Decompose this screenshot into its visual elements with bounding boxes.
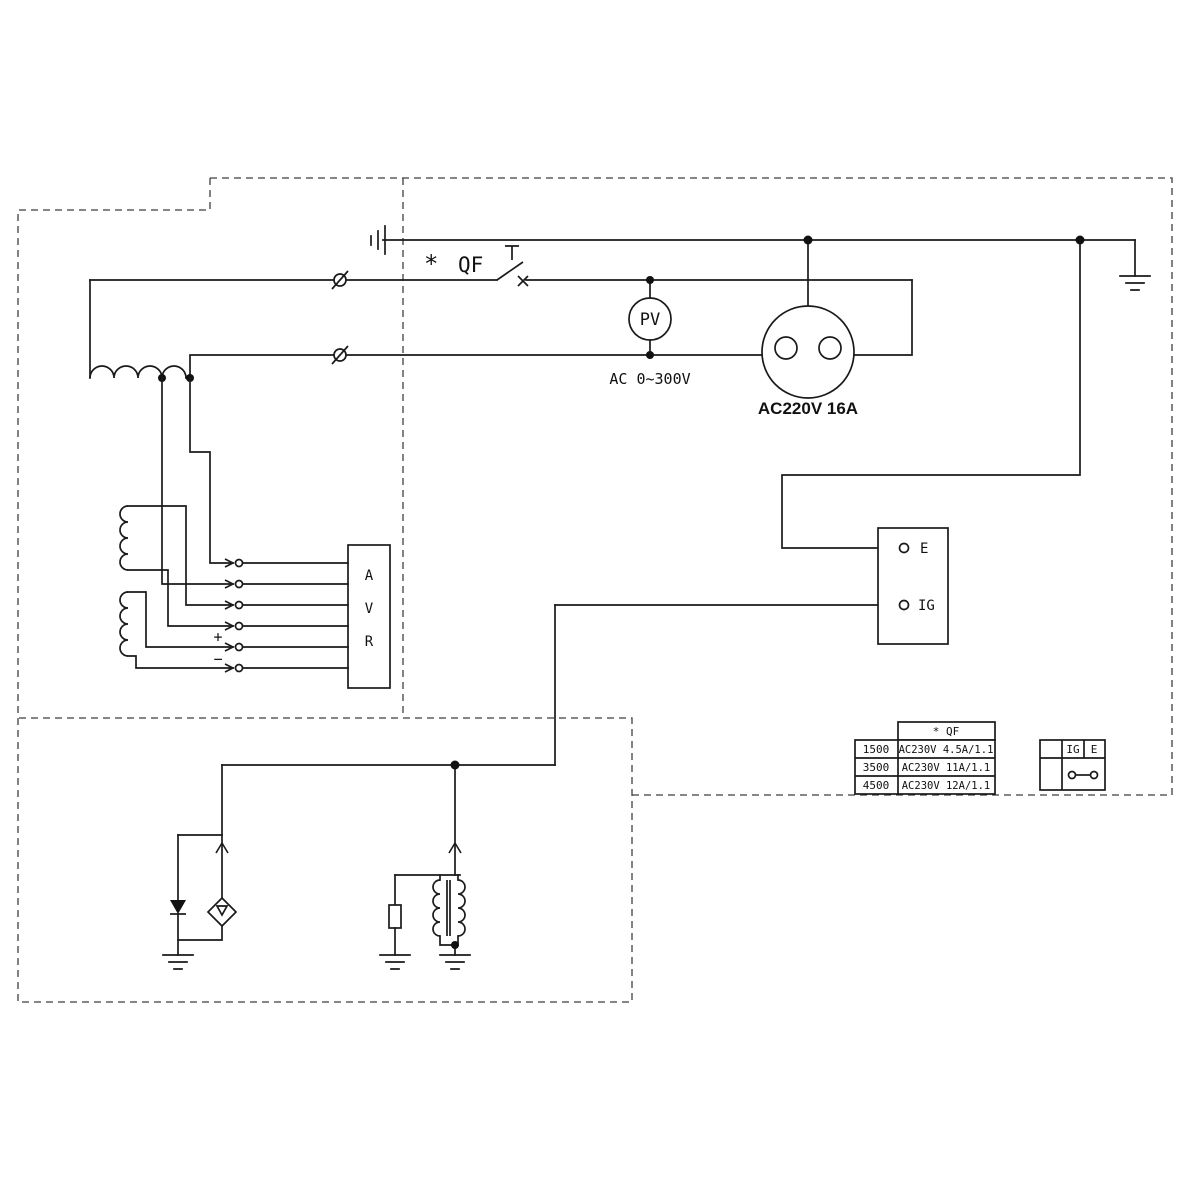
charging-rectifier — [162, 764, 238, 970]
terminal-box: E IG — [877, 527, 949, 645]
excitation-winding-1 — [119, 505, 129, 571]
hot-line: * QF — [89, 245, 913, 379]
junction-dot — [451, 941, 459, 949]
switch-contact-icon — [1067, 770, 1099, 780]
switch-table-e-label: E — [1091, 743, 1098, 756]
terminal-arrow-icon — [224, 663, 235, 673]
power-socket: AC220V 16A — [758, 239, 858, 418]
junction-dot — [803, 235, 813, 245]
excitation-winding-2 — [119, 591, 129, 657]
junction-dot — [1075, 235, 1085, 245]
spec-rating-cell: AC230V 11A/1.1 — [902, 762, 991, 774]
minus-label: − — [213, 650, 222, 668]
junction-dot — [646, 351, 654, 359]
voltmeter-label: PV — [640, 310, 660, 330]
breaker-star-label: * — [424, 250, 438, 278]
avr-letter-v: V — [365, 601, 374, 617]
ground-icon — [379, 954, 411, 970]
terminal-arrow-icon — [224, 642, 235, 652]
socket-pin-left — [774, 336, 798, 360]
terminal-arrow-icon — [224, 600, 235, 610]
regulator-diamond-icon — [206, 896, 238, 928]
spec-table-body — [854, 739, 996, 795]
resistor-icon — [388, 904, 402, 929]
voltmeter: PV AC 0~300V — [609, 279, 691, 388]
dashed-boundaries — [17, 177, 1173, 1003]
ignition-coil — [379, 764, 471, 970]
terminal-e-label: E — [920, 541, 928, 557]
terminal-box-outline — [877, 527, 949, 645]
ground-icon — [1119, 275, 1151, 291]
terminal-arrow-icon — [224, 579, 235, 589]
ground-icon — [370, 225, 386, 255]
breaker-qf-icon — [496, 245, 529, 287]
voltmeter-range-label: AC 0~300V — [609, 370, 690, 388]
spec-table: * QF 1500 3500 4500 AC230V 4.5A/1.1 AC23… — [854, 721, 996, 795]
breaker-label: QF — [458, 253, 483, 277]
avr-wiring: + − — [127, 377, 235, 673]
ground-icon — [162, 954, 194, 970]
main-winding — [89, 365, 194, 382]
spec-model-cell: 4500 — [863, 779, 890, 792]
stop-switch-table-outline — [1039, 739, 1106, 791]
switch-table-ig-label: IG — [1066, 743, 1079, 756]
neutral-line — [189, 345, 764, 379]
junction-dot — [646, 276, 654, 284]
socket-rating-label: AC220V 16A — [758, 399, 858, 418]
spec-rating-cell: AC230V 4.5A/1.1 — [899, 744, 994, 756]
junction-dot — [450, 760, 460, 770]
junction-dots — [450, 235, 1085, 949]
socket-pin-right — [818, 336, 842, 360]
avr-box — [347, 544, 391, 689]
avr-terminal — [234, 642, 244, 652]
avr-letter-a: A — [365, 568, 374, 584]
voltmeter-circle — [628, 297, 672, 341]
up-arrow-icon — [448, 841, 462, 854]
diode-icon — [170, 900, 186, 914]
avr-terminal — [234, 558, 244, 568]
avr-block: A V R — [234, 544, 391, 689]
socket-outline — [761, 305, 855, 399]
avr-terminal — [234, 621, 244, 631]
avr-terminal — [234, 600, 244, 610]
earth-line — [370, 225, 1151, 291]
stop-switch-table: IG E — [1039, 739, 1106, 791]
terminal-arrow-icon — [224, 621, 235, 631]
avr-terminal — [234, 579, 244, 589]
plus-label: + — [213, 628, 222, 646]
spec-rating-cell: AC230V 12A/1.1 — [902, 780, 991, 792]
terminal-arrow-icon — [224, 558, 235, 568]
avr-letter-r: R — [365, 634, 374, 650]
connector-icon — [331, 345, 349, 365]
up-arrow-icon — [215, 841, 229, 854]
connector-icon — [331, 270, 349, 290]
ground-icon — [439, 954, 471, 970]
terminal-ig-label: IG — [918, 598, 935, 614]
spec-model-cell: 3500 — [863, 761, 890, 774]
left-enclosure-dashed — [17, 178, 633, 1003]
spec-table-header-label: * QF — [933, 725, 960, 738]
terminal-ig-circle — [898, 599, 910, 611]
main-enclosure-dashed — [210, 177, 1173, 796]
avr-terminal — [234, 663, 244, 673]
terminal-feeds — [221, 239, 1081, 766]
terminal-e-circle — [898, 542, 910, 554]
spec-model-cell: 1500 — [863, 743, 890, 756]
